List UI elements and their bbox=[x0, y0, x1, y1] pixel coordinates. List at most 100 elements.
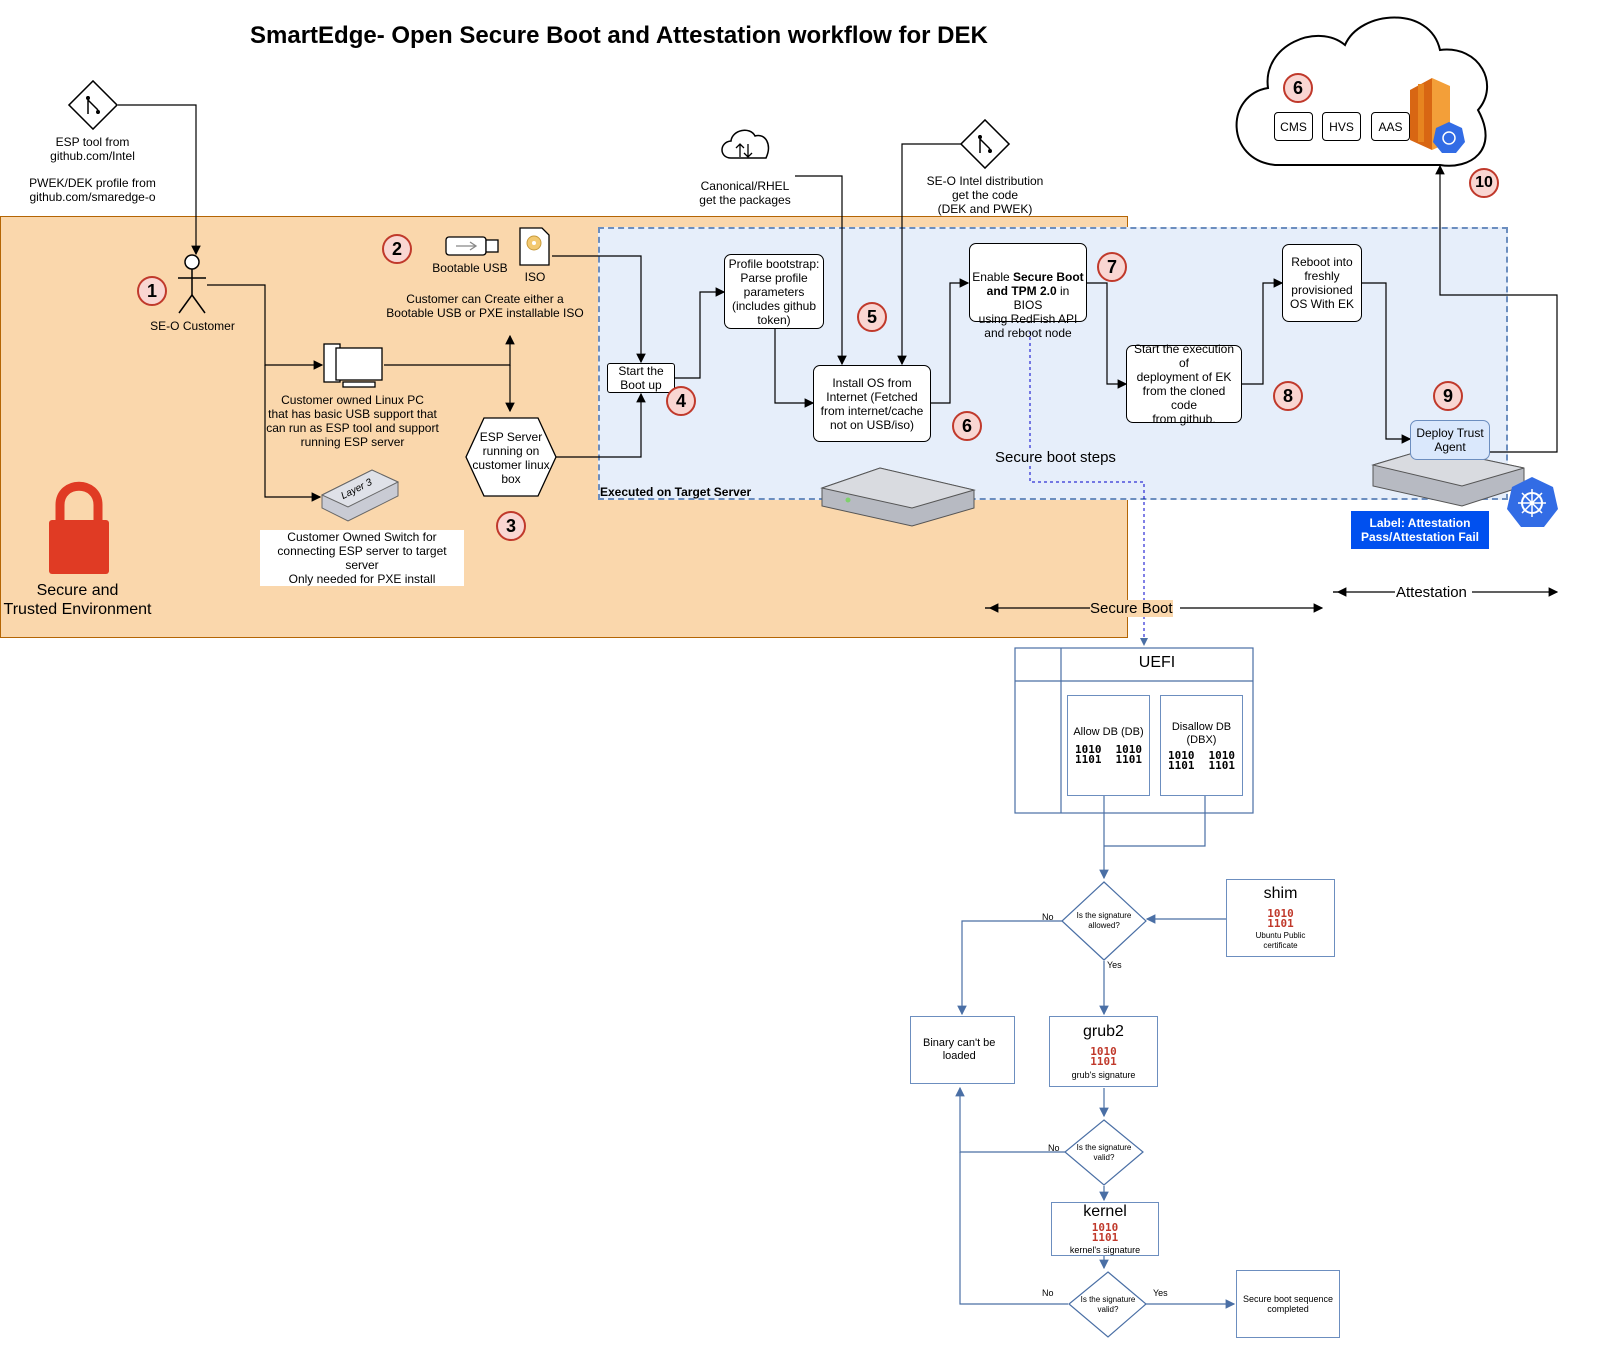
binary-icon: 1010 1101 bbox=[1208, 748, 1236, 772]
step-4: 4 bbox=[666, 386, 696, 416]
attestation-result-label: Label: Attestation Pass/Attestation Fail bbox=[1351, 511, 1489, 549]
intel-distribution-source: SE-O Intel distribution get the code (DE… bbox=[926, 174, 1044, 216]
grub-box: grub2 1010 1101 grub's signature bbox=[1049, 1016, 1158, 1087]
edge-esp-to-start bbox=[556, 392, 646, 458]
service-aas: AAS bbox=[1371, 112, 1410, 141]
edge-iso-to-start bbox=[552, 255, 646, 364]
disallow-db-label: Disallow DB (DBX) bbox=[1171, 720, 1232, 746]
q1-yes-label: Yes bbox=[1107, 960, 1122, 970]
binary-icon: 1010 1101 bbox=[1091, 1221, 1119, 1244]
step-8: 8 bbox=[1273, 381, 1303, 411]
edge-secure-boot-steps bbox=[1029, 330, 1144, 645]
grub-title: grub2 bbox=[1083, 1023, 1124, 1040]
decision-q3-label: Is the signature valid? bbox=[1080, 1295, 1136, 1314]
decision-q1-label: Is the signature allowed? bbox=[1076, 911, 1132, 930]
binary-icon: 1010 1101 bbox=[1267, 907, 1294, 930]
kernel-box: kernel 1010 1101 kernel's signature bbox=[1051, 1202, 1159, 1256]
service-hvs: HVS bbox=[1322, 112, 1361, 141]
edge-canonical-to-install bbox=[795, 175, 847, 366]
enable-secure-pre: Enable bbox=[972, 270, 1013, 284]
edge-disallow-to-q1 bbox=[1104, 796, 1206, 847]
profile-bootstrap-box: Profile bootstrap: Parse profile paramet… bbox=[724, 254, 824, 329]
deploy-agent-box: Deploy Trust Agent bbox=[1410, 420, 1490, 460]
edge-secure-to-ek bbox=[1087, 282, 1128, 389]
binary-cant-load-box: Binary can't be loaded bbox=[910, 1016, 1015, 1084]
iso-label: ISO bbox=[524, 270, 546, 284]
linux-pc-icon bbox=[323, 343, 383, 388]
attestation-phase-label: Attestation bbox=[1396, 584, 1467, 601]
enable-secure-bold1: Secure Boot bbox=[1013, 270, 1084, 284]
binary-cant-load-label: Binary can't be loaded bbox=[923, 1037, 996, 1062]
create-media-text: Customer can Create either a Bootable US… bbox=[386, 292, 584, 320]
q3-no-label: No bbox=[1042, 1288, 1054, 1298]
switch-label: Customer Owned Switch for connecting ESP… bbox=[260, 530, 464, 586]
usb-drive-icon bbox=[445, 236, 499, 256]
git-icon-left bbox=[67, 79, 119, 131]
cloud-transfer-icon bbox=[721, 129, 770, 159]
network-switch-icon bbox=[320, 469, 400, 522]
secure-environment-label: Secure and Trusted Environment bbox=[3, 582, 152, 618]
kubernetes-icon-small bbox=[1433, 122, 1465, 153]
esp-server-hexagon bbox=[465, 417, 557, 497]
edge-q1-no bbox=[957, 920, 1062, 1016]
edge-start-to-profile bbox=[675, 287, 726, 379]
step-5: 5 bbox=[857, 302, 887, 332]
edge-profile-to-install bbox=[774, 329, 815, 408]
diagram-title: SmartEdge- Open Secure Boot and Attestat… bbox=[250, 22, 988, 49]
shim-subtitle: Ubuntu Public certificate bbox=[1255, 931, 1306, 950]
install-os-box: Install OS from Internet (Fetched from i… bbox=[813, 365, 931, 442]
binary-icon: 1010 1101 bbox=[1090, 1045, 1117, 1068]
q3-yes-label: Yes bbox=[1153, 1288, 1168, 1298]
kernel-title: kernel bbox=[1083, 1203, 1127, 1220]
target-region-label: Executed on Target Server bbox=[600, 485, 752, 499]
esp-tool-source: ESP tool from github.com/Intel bbox=[50, 135, 135, 163]
q2-no-label: No bbox=[1048, 1143, 1060, 1153]
secure-boot-phase-label: Secure Boot bbox=[1090, 600, 1173, 617]
start-ek-box: Start the execution of deployment of EK … bbox=[1126, 342, 1242, 426]
binary-icon: 1010 1101 bbox=[1115, 743, 1143, 766]
profile-source: PWEK/DEK profile from github.com/smaredg… bbox=[29, 176, 156, 204]
enable-secure-post: in BIOS using RedFish API and reboot nod… bbox=[978, 284, 1078, 340]
binary-icon: 1010 1101 bbox=[1075, 743, 1102, 766]
edge-customer-to-pc bbox=[207, 284, 324, 370]
start-boot-box: Start the Boot up bbox=[607, 363, 675, 393]
decision-q2 bbox=[1064, 1119, 1144, 1186]
edge-agent-to-cloud bbox=[1435, 164, 1558, 453]
customer-label: SE-O Customer bbox=[150, 319, 235, 333]
bootable-usb-label: Bootable USB bbox=[432, 261, 508, 275]
step-2: 2 bbox=[382, 234, 412, 264]
edge-customer-to-switch bbox=[264, 365, 322, 502]
kernel-subtitle: kernel's signature bbox=[1069, 1245, 1141, 1255]
canonical-source: Canonical/RHEL get the packages bbox=[699, 179, 791, 207]
uefi-title: UEFI bbox=[1138, 654, 1176, 671]
edge-esp-tool-to-customer bbox=[118, 104, 201, 256]
step-3: 3 bbox=[496, 511, 526, 541]
secure-boot-steps-label: Secure boot steps bbox=[995, 449, 1116, 466]
q1-no-label: No bbox=[1042, 912, 1054, 922]
service-cms: CMS bbox=[1274, 112, 1313, 141]
iso-icon-text: ISO bbox=[528, 253, 539, 259]
grub-subtitle: grub's signature bbox=[1071, 1070, 1136, 1080]
kubernetes-icon-large bbox=[1507, 477, 1558, 527]
step-6-cloud: 6 bbox=[1283, 73, 1313, 103]
esp-server-label: ESP Server running on customer linux box bbox=[472, 430, 550, 486]
step-1: 1 bbox=[137, 276, 167, 306]
edge-reboot-to-agent bbox=[1360, 282, 1412, 444]
target-server-icon bbox=[820, 467, 976, 527]
decision-q1 bbox=[1061, 881, 1147, 961]
secure-boot-completed-box: Secure boot sequence completed bbox=[1236, 1270, 1340, 1338]
binary-icon: 1010 1101 bbox=[1168, 748, 1195, 772]
decision-q2-label: Is the signature valid? bbox=[1076, 1143, 1132, 1162]
step-9: 9 bbox=[1433, 381, 1463, 411]
step-7: 7 bbox=[1097, 252, 1127, 282]
iso-file-icon bbox=[519, 227, 550, 266]
step-10: 10 bbox=[1469, 168, 1499, 198]
git-icon-right bbox=[959, 118, 1011, 170]
edge-q3-no bbox=[959, 1152, 1068, 1305]
edge-pc-to-iso bbox=[384, 334, 515, 366]
allow-db-label: Allow DB (DB) bbox=[1073, 726, 1144, 738]
linux-pc-label: Customer owned Linux PC that has basic U… bbox=[266, 393, 439, 449]
reboot-box: Reboot into freshly provisioned OS With … bbox=[1282, 244, 1362, 322]
disallow-db-box: Disallow DB (DBX) 1010 1101 1010 1101 bbox=[1160, 695, 1243, 796]
